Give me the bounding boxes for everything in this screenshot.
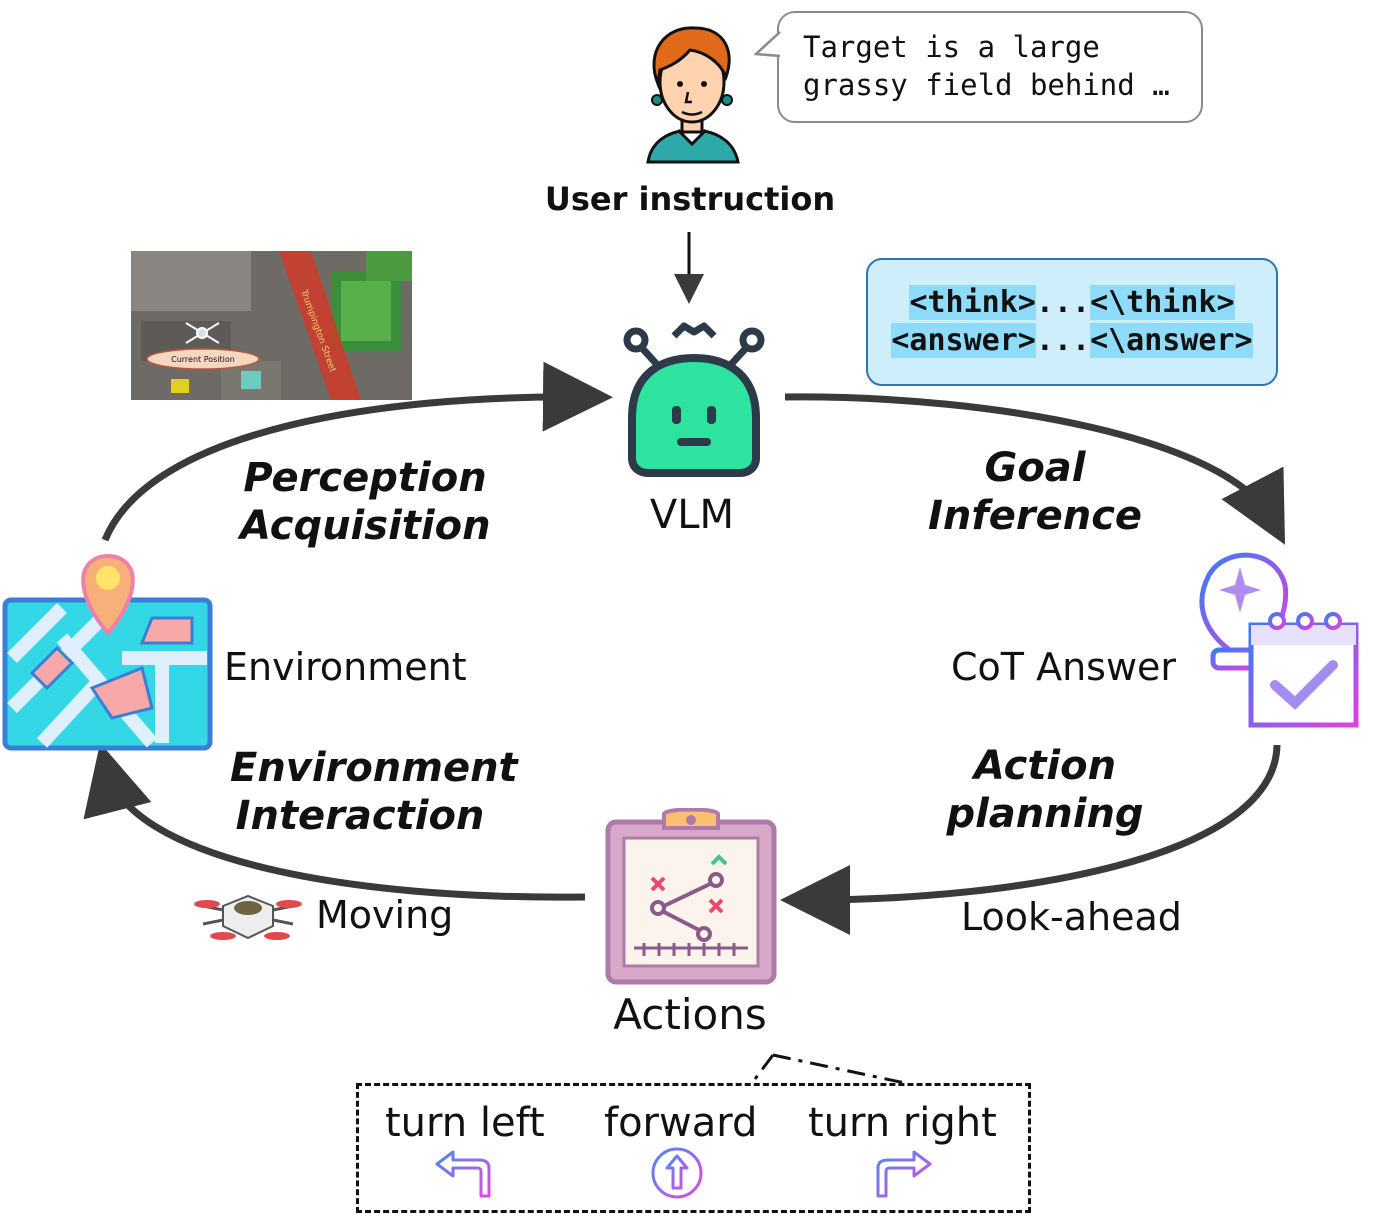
actions-clipboard-icon (605, 808, 777, 985)
perception-arrow (101, 361, 613, 542)
goal-line-2: Inference (927, 493, 1143, 539)
drone-icon (194, 894, 302, 940)
environment-interaction-arrow (83, 742, 586, 901)
current-position-label: Current Position (171, 355, 235, 364)
actions-label: Actions (613, 990, 767, 1039)
perception-line-2: Acquisition (240, 503, 491, 549)
answer-tag-line: <answer>...<\answer> (866, 322, 1278, 360)
action-planning-arrow (780, 744, 1281, 935)
speech-bubble-tail (754, 31, 781, 58)
perception-line-1: Perception (243, 455, 487, 501)
vlm-label: VLM (649, 492, 735, 538)
cot-answer-label: CoT Answer (951, 645, 1177, 689)
answer-open-tag: <answer> (891, 323, 1036, 358)
think-open-tag: <think> (909, 285, 1036, 320)
speech-bubble (777, 11, 1203, 123)
action-planning-line-1: Action (973, 743, 1117, 789)
answer-ellipsis: ... (1035, 323, 1091, 358)
cot-answer-icon (1199, 552, 1359, 728)
user-instruction-text: Target is a large grassy field behind … (803, 30, 1170, 102)
environment-label: Environment (224, 645, 467, 689)
user-instruction-label: User instruction (544, 180, 836, 218)
think-ellipsis: ... (1035, 285, 1091, 320)
vlm-robot-icon (623, 322, 765, 477)
turn-right-label: turn right (808, 1100, 997, 1146)
env-interaction-line-1: Environment (230, 745, 518, 791)
forward-label: forward (604, 1100, 758, 1146)
answer-close-tag: <\answer> (1090, 323, 1253, 358)
turn-left-arrow-icon (435, 1150, 491, 1198)
action-options-box (356, 1083, 1031, 1213)
action-planning-line-2: planning (946, 791, 1144, 837)
perception-phase-label: Perception Acquisition (240, 454, 491, 550)
drone-marker-icon (185, 322, 220, 344)
goal-phase-label: Goal Inference (920, 444, 1150, 540)
forward-arrow-icon (651, 1147, 703, 1199)
moving-label: Moving (316, 893, 454, 937)
think-tag-line: <think>...<\think> (866, 284, 1278, 322)
action-planning-phase-label: Action planning (930, 742, 1160, 838)
actions-callout-line (750, 1053, 906, 1085)
output-format-box (866, 258, 1278, 386)
think-close-tag: <\think> (1090, 285, 1235, 320)
turn-left-label: turn left (385, 1100, 545, 1146)
env-interaction-phase-label: Environment Interaction (230, 744, 518, 840)
environment-map-icon (2, 554, 213, 751)
env-interaction-line-2: Interaction (235, 793, 485, 839)
goal-line-1: Goal (984, 445, 1086, 491)
aerial-map-thumbnail: Trumpington Street Current Position (131, 251, 412, 400)
look-ahead-label: Look-ahead (961, 895, 1182, 939)
turn-right-arrow-icon (876, 1150, 932, 1198)
user-avatar-icon (646, 26, 740, 164)
goal-inference-arrow (784, 393, 1286, 545)
